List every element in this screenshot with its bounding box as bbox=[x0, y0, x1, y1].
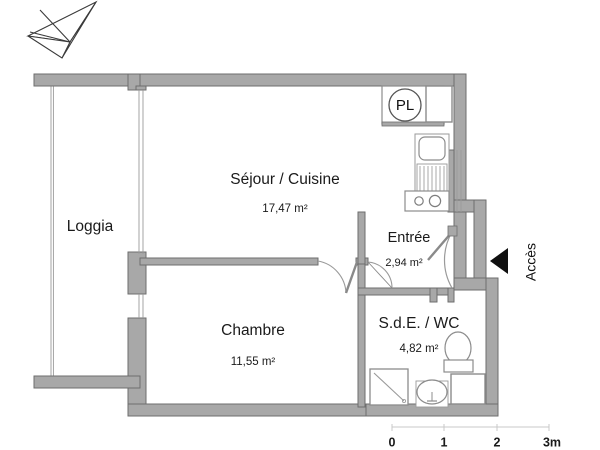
sde-label-text: S.d.E. / WC bbox=[379, 315, 460, 332]
room-label-chambre: Chambre 11,55 m² bbox=[221, 322, 285, 368]
walls bbox=[33, 73, 499, 417]
door-sde bbox=[367, 261, 393, 289]
sde-area-text: 4,82 m² bbox=[400, 343, 439, 355]
shower-icon bbox=[369, 368, 409, 406]
access-label: Accès bbox=[523, 243, 539, 281]
room-label-entree: Entrée 2,94 m² bbox=[385, 230, 430, 269]
window-openings bbox=[138, 90, 462, 318]
chambre-area-text: 11,55 m² bbox=[231, 356, 276, 368]
room-label-loggia: Loggia bbox=[67, 218, 114, 235]
room-label-sejour-cuisine: Séjour / Cuisine 17,47 m² bbox=[230, 171, 339, 215]
scale-tick-0: 0 bbox=[389, 435, 396, 449]
door-entrance bbox=[427, 225, 458, 289]
entree-area-text: 2,94 m² bbox=[385, 257, 423, 269]
toilet-icon bbox=[443, 331, 474, 373]
scale-tick-3: 3m bbox=[543, 435, 561, 449]
closet-label: PL bbox=[396, 97, 414, 114]
washbasin-icon bbox=[415, 379, 449, 408]
door-chambre bbox=[317, 260, 359, 294]
loggia-label-text: Loggia bbox=[67, 218, 114, 235]
cabinet-icon bbox=[450, 373, 486, 405]
window-icon bbox=[425, 85, 453, 123]
kitchen-sink-icon bbox=[414, 133, 450, 197]
loggia-railing bbox=[50, 73, 54, 387]
cooktop-icon bbox=[404, 190, 450, 212]
entree-label-text: Entrée bbox=[388, 230, 431, 246]
scale-bar: 0 1 2 3m bbox=[389, 424, 561, 449]
chambre-label-text: Chambre bbox=[221, 322, 285, 339]
sejour-label-text: Séjour / Cuisine bbox=[230, 171, 339, 188]
scale-tick-2: 2 bbox=[494, 435, 501, 449]
room-label-sde-wc: S.d.E. / WC 4,82 m² bbox=[379, 315, 460, 355]
paper-plane-icon bbox=[26, 0, 98, 59]
scale-tick-1: 1 bbox=[441, 435, 448, 449]
sejour-area-text: 17,47 m² bbox=[262, 203, 308, 215]
access-arrow-icon bbox=[490, 248, 508, 274]
